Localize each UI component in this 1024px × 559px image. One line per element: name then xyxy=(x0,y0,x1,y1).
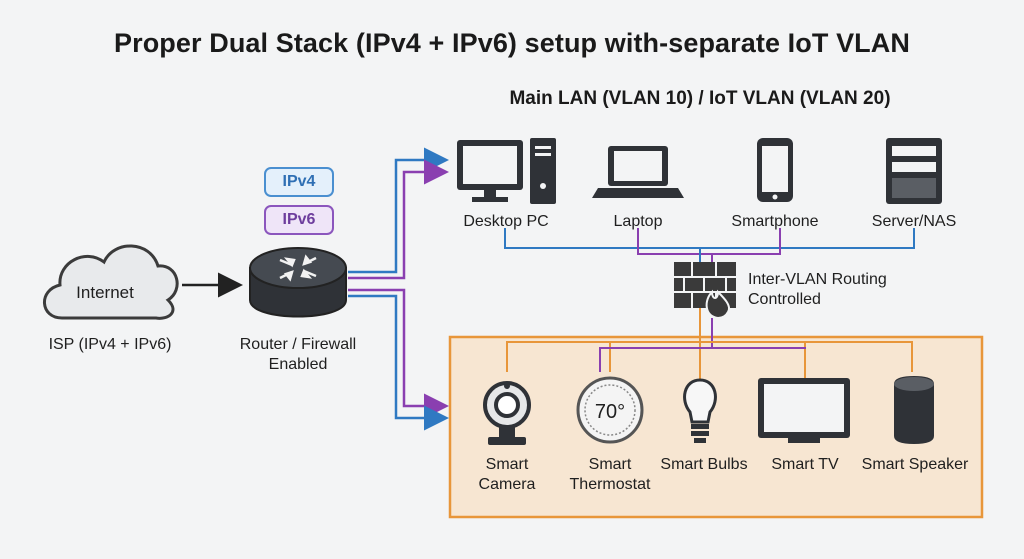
firewall-label-line2: Controlled xyxy=(748,291,821,308)
firewall-label-line1: Inter-VLAN Routing xyxy=(748,271,887,288)
desktop-pc-icon xyxy=(457,138,556,204)
tv-icon xyxy=(758,378,850,443)
ipv6-badge: IPv6 xyxy=(264,205,334,235)
thermostat-display: 70° xyxy=(595,401,625,423)
smartphone-label: Smartphone xyxy=(731,213,819,230)
ipv4-badge: IPv4 xyxy=(264,167,334,197)
server-nas-label: Server/NAS xyxy=(871,213,957,230)
ipv6-link-main-lan xyxy=(348,159,449,280)
server-icon xyxy=(886,138,942,204)
laptop-icon xyxy=(592,146,684,198)
iot-vlan-box xyxy=(448,335,984,519)
diagram-title: Proper Dual Stack (IPv4 + IPv6) setup wi… xyxy=(114,28,910,58)
diagram-subtitle: Main LAN (VLAN 10) / IoT VLAN (VLAN 20) xyxy=(509,88,891,109)
iot-bus-orange xyxy=(506,341,913,372)
smart-thermostat-label-line1: Smart xyxy=(588,456,632,473)
smart-camera-label-line2: Camera xyxy=(478,476,536,493)
smartphone-icon xyxy=(757,138,793,202)
isp-caption: ISP (IPv4 + IPv6) xyxy=(48,336,172,353)
camera-icon xyxy=(483,381,531,445)
speaker-icon xyxy=(894,376,934,444)
internet-cloud-label: Internet xyxy=(76,283,134,302)
ipv4-link-iot xyxy=(348,294,449,431)
router-caption-line2: Enabled xyxy=(268,356,328,373)
main-lan-bus-ipv6 xyxy=(637,228,781,255)
ipv4-link-main-lan xyxy=(348,147,449,274)
smart-camera-label-line1: Smart xyxy=(485,456,529,473)
laptop-label: Laptop xyxy=(613,213,663,230)
router-icon xyxy=(249,247,347,318)
bulb-icon xyxy=(683,378,717,443)
smart-thermostat-label-line2: Thermostat xyxy=(569,476,651,493)
router-caption-line1: Router / Firewall xyxy=(239,336,357,353)
iot-bus-purple xyxy=(599,347,806,372)
firewall-icon xyxy=(674,262,736,320)
desktop-pc-label: Desktop PC xyxy=(463,213,549,230)
smart-bulbs-label: Smart Bulbs xyxy=(660,456,748,473)
smart-speaker-label: Smart Speaker xyxy=(861,456,969,473)
main-lan-bus-ipv4 xyxy=(504,228,915,249)
smart-tv-label: Smart TV xyxy=(771,456,839,473)
internet-cloud-icon xyxy=(43,244,179,320)
thermostat-icon: 70° xyxy=(576,376,644,444)
